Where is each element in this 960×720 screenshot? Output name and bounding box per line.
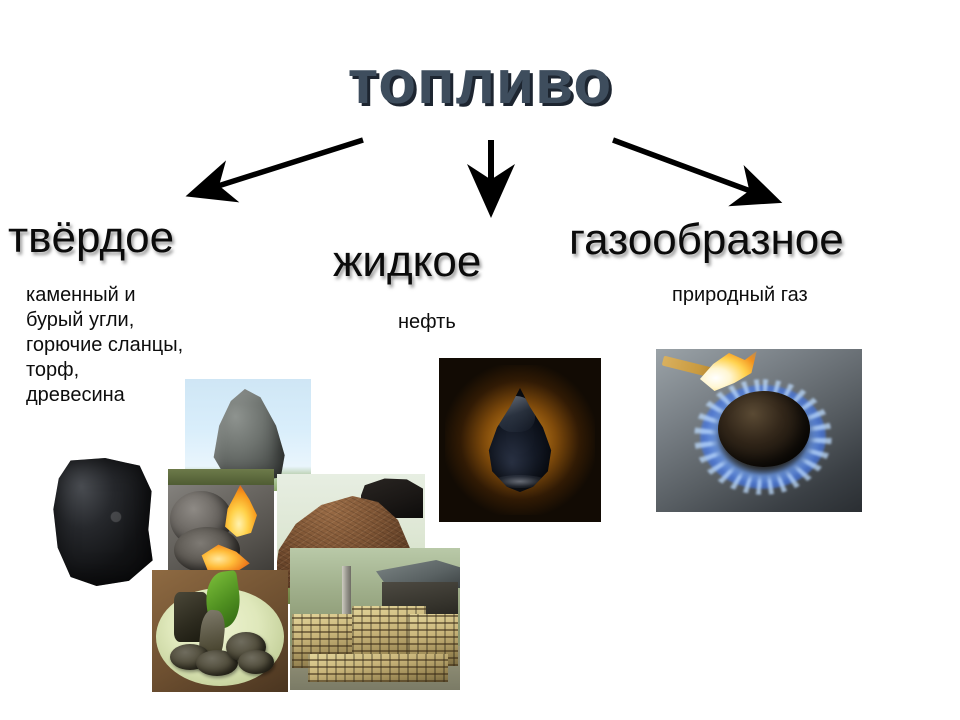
category-description-gaseous: природный газ bbox=[672, 284, 808, 306]
arrow-to-gaseous bbox=[612, 137, 783, 207]
burning-coal-briquettes-photo bbox=[168, 469, 274, 579]
category-heading-gaseous: газообразное bbox=[569, 215, 844, 264]
category-heading-liquid: жидкое bbox=[333, 237, 482, 286]
gas-burner-flame-photo bbox=[656, 349, 862, 512]
oil-drop-photo bbox=[439, 358, 601, 522]
oil-shale-rock-photo bbox=[185, 379, 311, 491]
arrow-to-solid bbox=[185, 137, 364, 203]
category-description-liquid: нефть bbox=[398, 311, 456, 333]
peat-briquettes-plate-photo bbox=[152, 570, 288, 692]
category-description-solid: каменный и бурый угли, горючие сланцы, т… bbox=[26, 284, 184, 406]
category-heading-solid: твёрдое bbox=[8, 213, 175, 262]
black-coal-lump-photo bbox=[39, 452, 167, 594]
page-title: топливо bbox=[347, 48, 613, 117]
firewood-stack-photo bbox=[290, 548, 460, 690]
